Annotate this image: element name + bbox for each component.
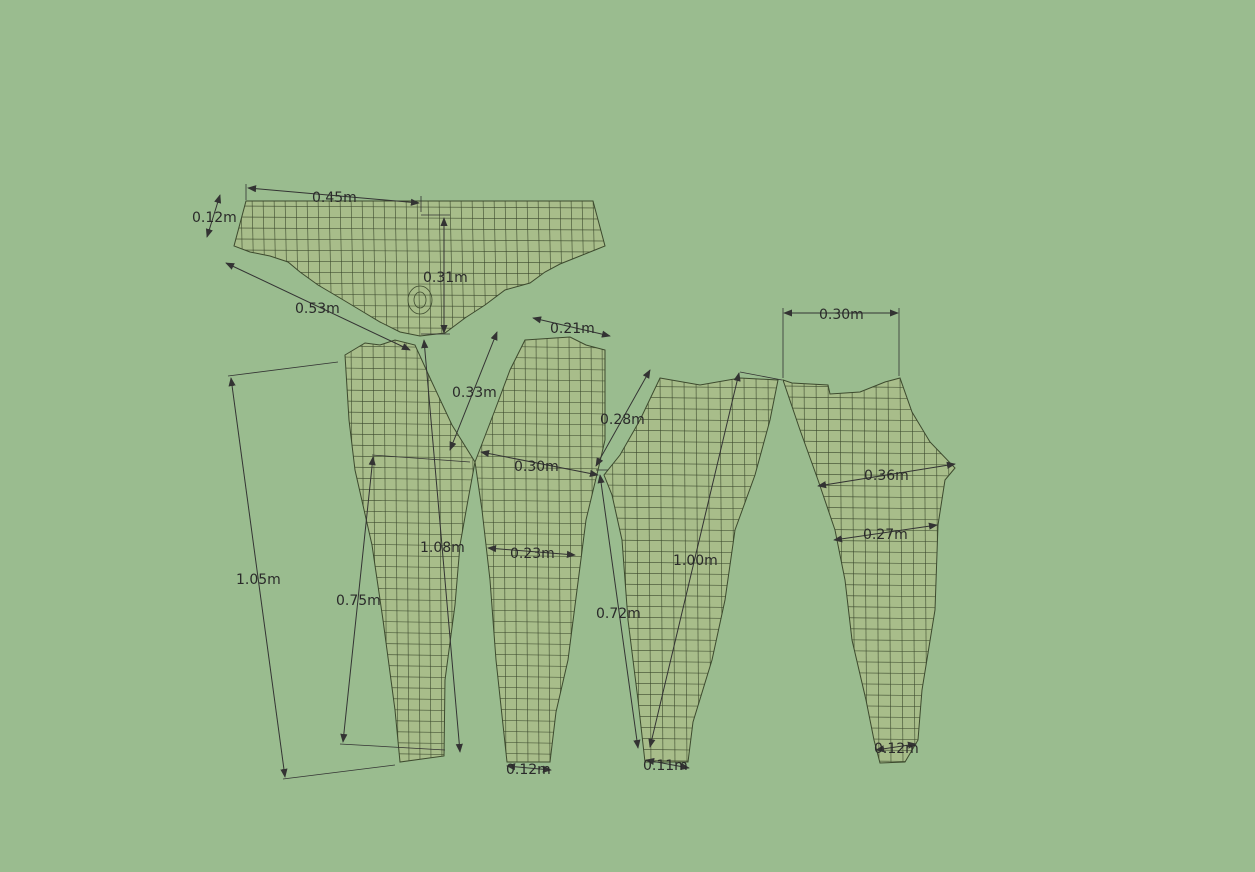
label-back-right-thigh: 0.36m (864, 468, 909, 484)
label-back-right-knee: 0.27m (863, 527, 908, 543)
label-waistband-height: 0.12m (192, 210, 237, 226)
back-right-leg-piece (782, 377, 956, 764)
label-back-hem: 0.11m (643, 758, 688, 774)
label-crotch-curve: 0.33m (452, 385, 497, 401)
label-yoke-depth: 0.31m (423, 270, 468, 286)
label-waistband-width: 0.45m (312, 190, 357, 206)
label-back-length: 1.00m (673, 553, 718, 569)
label-back-inseam: 0.72m (596, 606, 641, 622)
label-front-left-side-length: 1.05m (236, 572, 281, 588)
label-thigh-width: 0.30m (514, 459, 559, 475)
extension-lines (227, 184, 900, 780)
dimension-labels: 0.45m 0.12m 0.53m 0.31m 1.05m 0.75m 1.08… (192, 190, 919, 778)
label-front-left-center-length: 1.08m (420, 540, 465, 556)
label-back-right-hem: 0.12m (874, 741, 919, 757)
label-knee-width: 0.23m (510, 546, 555, 562)
label-front-right-top-width: 0.21m (550, 321, 595, 337)
label-front-left-rise: 0.28m (600, 412, 645, 428)
label-front-right-hem: 0.12m (506, 762, 551, 778)
label-front-left-inseam: 0.75m (336, 593, 381, 609)
dimension-lines (205, 185, 956, 778)
waistband-yoke-piece (233, 200, 606, 337)
label-back-right-top-width: 0.30m (819, 307, 864, 323)
back-left-leg-piece (603, 377, 779, 763)
label-yoke-diagonal: 0.53m (295, 301, 340, 317)
